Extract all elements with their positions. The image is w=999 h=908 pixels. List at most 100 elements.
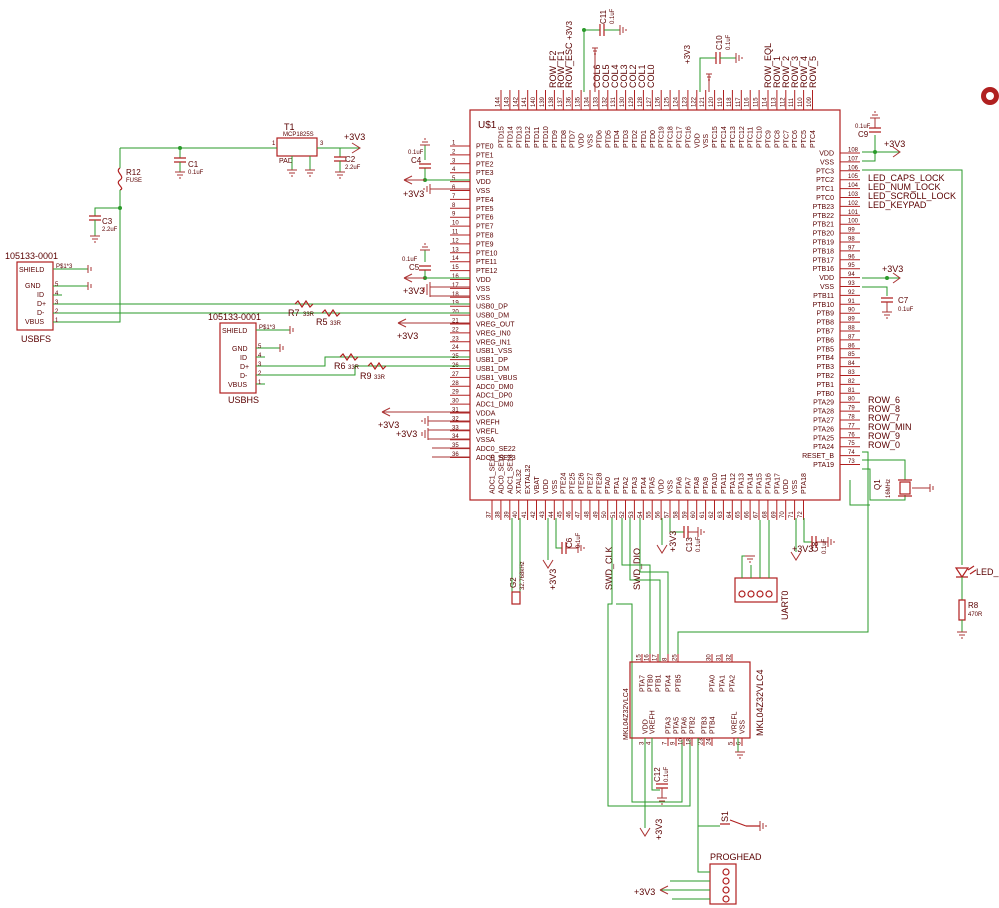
mcu-pin-number: 82: [848, 379, 855, 385]
mcu-pin-name: PTB10: [813, 302, 835, 309]
mcu-pin-name: RESET_B: [802, 453, 834, 460]
mcu-pin-number: 47: [576, 511, 582, 518]
mcu-pin-name: PTE28: [596, 472, 603, 494]
mkl-pin-name: PTA5: [674, 717, 681, 734]
mkl-pin-name: PTA7: [640, 675, 647, 692]
mcu-pin-number: 64: [727, 511, 733, 518]
net-led-caps-lock: LED_CAPS_LOCK: [868, 173, 945, 183]
mcu-pin-number: 76: [848, 432, 855, 438]
t1-ref: T1: [284, 122, 295, 132]
mcu-pin-name: PTA12: [730, 473, 737, 494]
mcu-pin-name: VDD: [694, 133, 701, 148]
mcu-pin-number: 99: [848, 228, 855, 234]
mcu-pin-name: VDD: [579, 133, 586, 148]
mcu-pin-name: PTE3: [476, 170, 494, 177]
mcu-pin-name: PTA16: [765, 473, 772, 494]
bottom-swd-nets: SWD_CLK SWD_DIO: [604, 518, 691, 807]
mcu-pin-name: VSS: [552, 480, 559, 494]
mcu-pin-name: VREG_IN1: [476, 339, 511, 346]
mcu-pin-number: 11: [452, 230, 459, 236]
net-led-num-lock: LED_NUM_LOCK: [868, 182, 941, 192]
mcu-pin-number: 136: [567, 96, 573, 107]
mcu-pin-name: VDD: [819, 275, 834, 282]
cap-c5: C5 0.1uF +3V3: [402, 243, 470, 297]
mcu-pin-name: VREG_IN0: [476, 330, 511, 337]
mcu-pin-name: PTA8: [694, 477, 701, 494]
mcu-pin-name: PTA1: [614, 477, 621, 494]
mcu-pin-name: PTA28: [813, 409, 834, 416]
usbhs-ref: USBHS: [228, 395, 259, 405]
mcu-pin-number: 95: [848, 263, 855, 269]
mcu-pin-name: PTB0: [816, 391, 834, 398]
mcu-pin-name: PTB7: [816, 329, 834, 336]
mcu-pin-name: PTD15: [499, 126, 506, 148]
mcu-pin-name: PTC0: [816, 195, 834, 202]
cap-c4: C4 0.1uF +3V3: [403, 138, 470, 199]
c5-ref: C5: [409, 263, 420, 272]
mcu-pin-number: 6: [452, 185, 456, 191]
mcu-pin-name: PTC15: [712, 126, 719, 148]
mcu-pin-number: 61: [700, 511, 706, 518]
mcu-pin-name: PTD4: [614, 130, 621, 148]
mcu-pin-number: 81: [848, 388, 855, 394]
settings-icon[interactable]: [981, 87, 999, 105]
mcu-pin-number: 114: [763, 97, 769, 107]
mcu-pin-number: 130: [620, 96, 626, 107]
c2-value: 2.2uF: [345, 165, 361, 171]
mcu-pin-name: PTD14: [507, 126, 514, 148]
junction-dot: [885, 276, 889, 280]
mcu-pin-number: 35: [452, 443, 459, 449]
mkl-pin-number: 32: [727, 654, 733, 661]
c4-value: 0.1uF: [408, 150, 424, 156]
usbhs-pin-shield: SHIELD: [222, 328, 247, 335]
mcu-pin-number: 31: [452, 408, 459, 414]
mcu-pin-name: ADC1_DP0: [476, 393, 512, 400]
cap-c12: +3V3 C12 0.1uF: [639, 738, 745, 840]
mkl-pin-name: PTB3: [702, 716, 709, 734]
q1-ref: Q1: [873, 479, 882, 490]
mcu-pin-name: PTD6: [596, 130, 603, 148]
mkl-pin-number: 7: [663, 741, 669, 745]
mcu-bottom-pins: 37ADC1_SE1638ADC0_SE1639ADC1_SE1840XTAL3…: [487, 454, 808, 520]
net-swd-clk: SWD_CLK: [604, 546, 614, 590]
mcu-pin-name: USB0_DM: [476, 313, 509, 320]
proghead-power-label: +3V3: [634, 887, 655, 897]
usbfs-shield-net: P$1*3: [56, 264, 73, 270]
mcu-pin-number: 116: [745, 97, 751, 107]
mkl-pin-name: PTB4: [710, 716, 717, 734]
mcu-pin-name: VSS: [820, 284, 834, 291]
mcu-pin-name: PTC17: [677, 126, 684, 148]
mcu-pin-number: 141: [522, 96, 528, 107]
c7-power-label: +3V3: [882, 264, 903, 274]
mcu-pin-name: PTE1: [476, 152, 494, 159]
mcu-pin-name: PTA19: [813, 462, 834, 469]
mcu-pin-name: PTE7: [476, 224, 494, 231]
t1-pin3: 3: [320, 141, 324, 147]
mcu-pin-name: PTA7: [685, 477, 692, 494]
mcu-pin-name: PTA17: [774, 473, 781, 494]
right-net-labels: LED_CAPS_LOCK LED_NUM_LOCK LED_SCROLL_LO…: [868, 173, 956, 450]
mcu-pin-number: 101: [848, 210, 859, 216]
mcu-pin-name: PTC8: [774, 130, 781, 148]
mcu-pin-number: 37: [487, 511, 493, 518]
mcu-pin-number: 38: [495, 511, 501, 518]
mcu-pin-number: 128: [638, 96, 644, 107]
mcu-pin-number: 84: [848, 361, 855, 367]
mcu-pin-number: 140: [531, 96, 537, 107]
mcu-pin-name: PTE6: [476, 215, 494, 222]
mcu-pin-number: 107: [848, 156, 859, 162]
c4-power-label: +3V3: [403, 189, 424, 199]
mcu-pin-number: 110: [798, 97, 804, 107]
mcu-pin-name: USB0_DP: [476, 304, 508, 311]
usbhs-shield-net: P$1*3: [259, 325, 276, 331]
t1-pin1: 1: [272, 141, 276, 147]
mcu-pin-name: ADC0_SE16: [498, 454, 505, 494]
mcu-pin-number: 65: [736, 511, 742, 518]
c1-ref: C1: [188, 160, 199, 169]
c8-power-label: +3V3: [792, 544, 813, 554]
mcu-pin-number: 16: [452, 274, 459, 280]
mcu-pin-name: PTD9: [552, 130, 559, 148]
mcu-pin-number: 112: [780, 97, 786, 107]
usbhs-num-id: 4: [258, 353, 262, 359]
